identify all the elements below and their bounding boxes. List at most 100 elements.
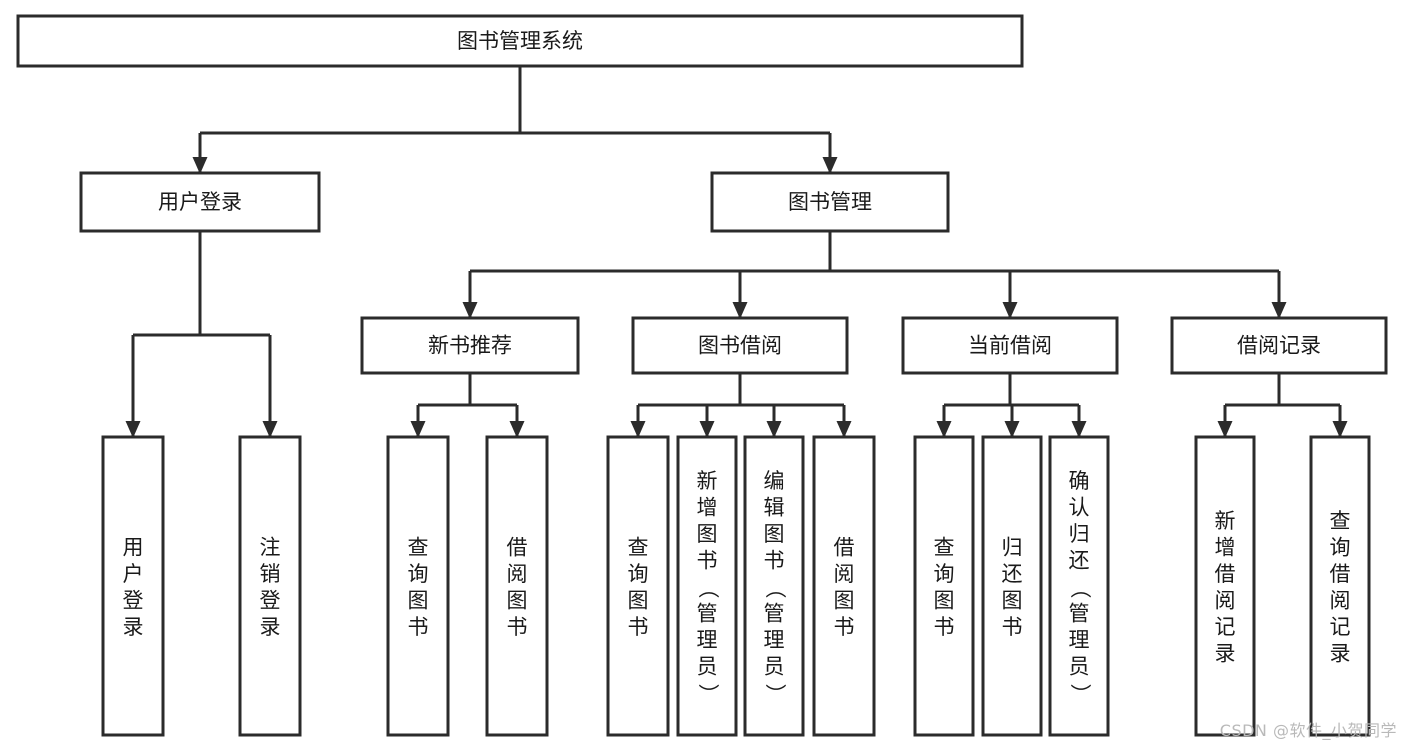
- node-label-new-book-recommend: 新书推荐: [428, 334, 512, 358]
- node-label-char: 录: [123, 615, 144, 639]
- node-box-leaf-query-book-borrow: [606, 435, 670, 737]
- node-label-char: 管: [1069, 602, 1090, 626]
- node-box-leaf-borrow-book-recommend: [485, 435, 549, 737]
- node-label-char: 阅: [1215, 588, 1236, 612]
- node-label-char: 记: [1330, 615, 1351, 639]
- node-label-char: 阅: [1330, 588, 1351, 612]
- node-label-char: 书: [834, 615, 855, 639]
- node-label-char: （: [763, 578, 787, 599]
- node-label-char: 图: [764, 522, 785, 546]
- node-label-char: 确: [1069, 469, 1090, 493]
- node-label-char: 图: [934, 588, 955, 612]
- node-label-char: 借: [1215, 562, 1236, 586]
- node-root[interactable]: 图书管理系统: [16, 14, 1024, 68]
- node-label-char: 还: [1002, 562, 1023, 586]
- node-label-char: 管: [697, 602, 718, 626]
- node-label-root: 图书管理系统: [457, 29, 583, 53]
- node-box-leaf-query-book-recommend: [386, 435, 450, 737]
- node-label-char: 增: [697, 496, 718, 520]
- node-box-borrow-record: [1170, 316, 1388, 375]
- node-label-char: 新: [697, 469, 718, 493]
- node-label-char: 员: [1069, 655, 1090, 679]
- node-book-management[interactable]: 图书管理: [710, 171, 950, 233]
- node-label-char: 还: [1069, 549, 1090, 573]
- node-label-char: 员: [764, 655, 785, 679]
- connector-record-to-leaves: [1217, 373, 1348, 438]
- node-label-char: 户: [123, 562, 144, 586]
- node-label-char: 理: [1069, 628, 1090, 652]
- node-label-char: 辑: [764, 496, 785, 520]
- node-label-char: 归: [1002, 535, 1023, 559]
- node-box-root: [16, 14, 1024, 68]
- csdn-watermark: CSDN @软件_小贺同学: [1219, 721, 1397, 740]
- node-box-leaf-user-login: [101, 435, 165, 737]
- arrow-head-icon: [262, 421, 278, 438]
- connector-bookmgmt-to-level3: [462, 231, 1287, 319]
- connector-recommend-to-leaves: [410, 373, 525, 438]
- node-box-leaf-query-borrow-record: [1309, 435, 1371, 737]
- arrow-head-icon: [630, 421, 646, 438]
- node-label-char: 询: [1330, 535, 1351, 559]
- node-label-char: 阅: [834, 562, 855, 586]
- node-label-char: 图: [408, 588, 429, 612]
- node-label-borrow-record: 借阅记录: [1237, 334, 1321, 358]
- connector-userlogin-to-leaves: [125, 231, 278, 438]
- node-label-char: 理: [697, 628, 718, 652]
- arrow-head-icon: [1332, 421, 1348, 438]
- node-label-char: （: [1068, 578, 1092, 599]
- arrow-head-icon: [836, 421, 852, 438]
- node-label-char: 编: [764, 469, 785, 493]
- node-label-char: 用: [123, 535, 144, 559]
- node-box-leaf-edit-book: [743, 435, 805, 737]
- arrow-head-icon: [732, 302, 748, 319]
- node-label-char: 认: [1069, 496, 1090, 520]
- arrow-head-icon: [125, 421, 141, 438]
- node-label-char: 注: [260, 535, 281, 559]
- node-label-char: 书: [628, 615, 649, 639]
- node-leaf-user-login[interactable]: 用户登录: [101, 435, 165, 737]
- node-label-char: 图: [628, 588, 649, 612]
- node-label-char: 图: [507, 588, 528, 612]
- node-book-borrow[interactable]: 图书借阅: [631, 316, 849, 375]
- node-label-char: 增: [1215, 535, 1236, 559]
- node-label-char: 借: [507, 535, 528, 559]
- node-label-char: 记: [1215, 615, 1236, 639]
- node-box-leaf-logout: [238, 435, 302, 737]
- node-user-login[interactable]: 用户登录: [79, 171, 321, 233]
- node-label-char: 图: [1002, 588, 1023, 612]
- node-label-user-login: 用户登录: [158, 190, 242, 214]
- arrow-head-icon: [410, 421, 426, 438]
- arrow-head-icon: [936, 421, 952, 438]
- node-label-char: 管: [764, 602, 785, 626]
- node-label-char: 查: [408, 535, 429, 559]
- arrow-head-icon: [462, 302, 478, 319]
- node-new-book-recommend[interactable]: 新书推荐: [360, 316, 580, 375]
- node-label-char: 新: [1215, 509, 1236, 533]
- node-box-leaf-query-book-current: [913, 435, 975, 737]
- node-label-char: 书: [408, 615, 429, 639]
- node-label-char: 归: [1069, 522, 1090, 546]
- node-label-char: ）: [763, 684, 787, 705]
- node-label-char: 书: [507, 615, 528, 639]
- node-label-char: 登: [123, 588, 144, 612]
- connector-borrow-to-leaves: [630, 373, 852, 438]
- node-current-borrow[interactable]: 当前借阅: [901, 316, 1119, 375]
- node-box-user-login: [79, 171, 321, 233]
- arrow-head-icon: [509, 421, 525, 438]
- arrow-head-icon: [822, 157, 838, 174]
- connector-layer: [125, 66, 1348, 438]
- node-borrow-record[interactable]: 借阅记录: [1170, 316, 1388, 375]
